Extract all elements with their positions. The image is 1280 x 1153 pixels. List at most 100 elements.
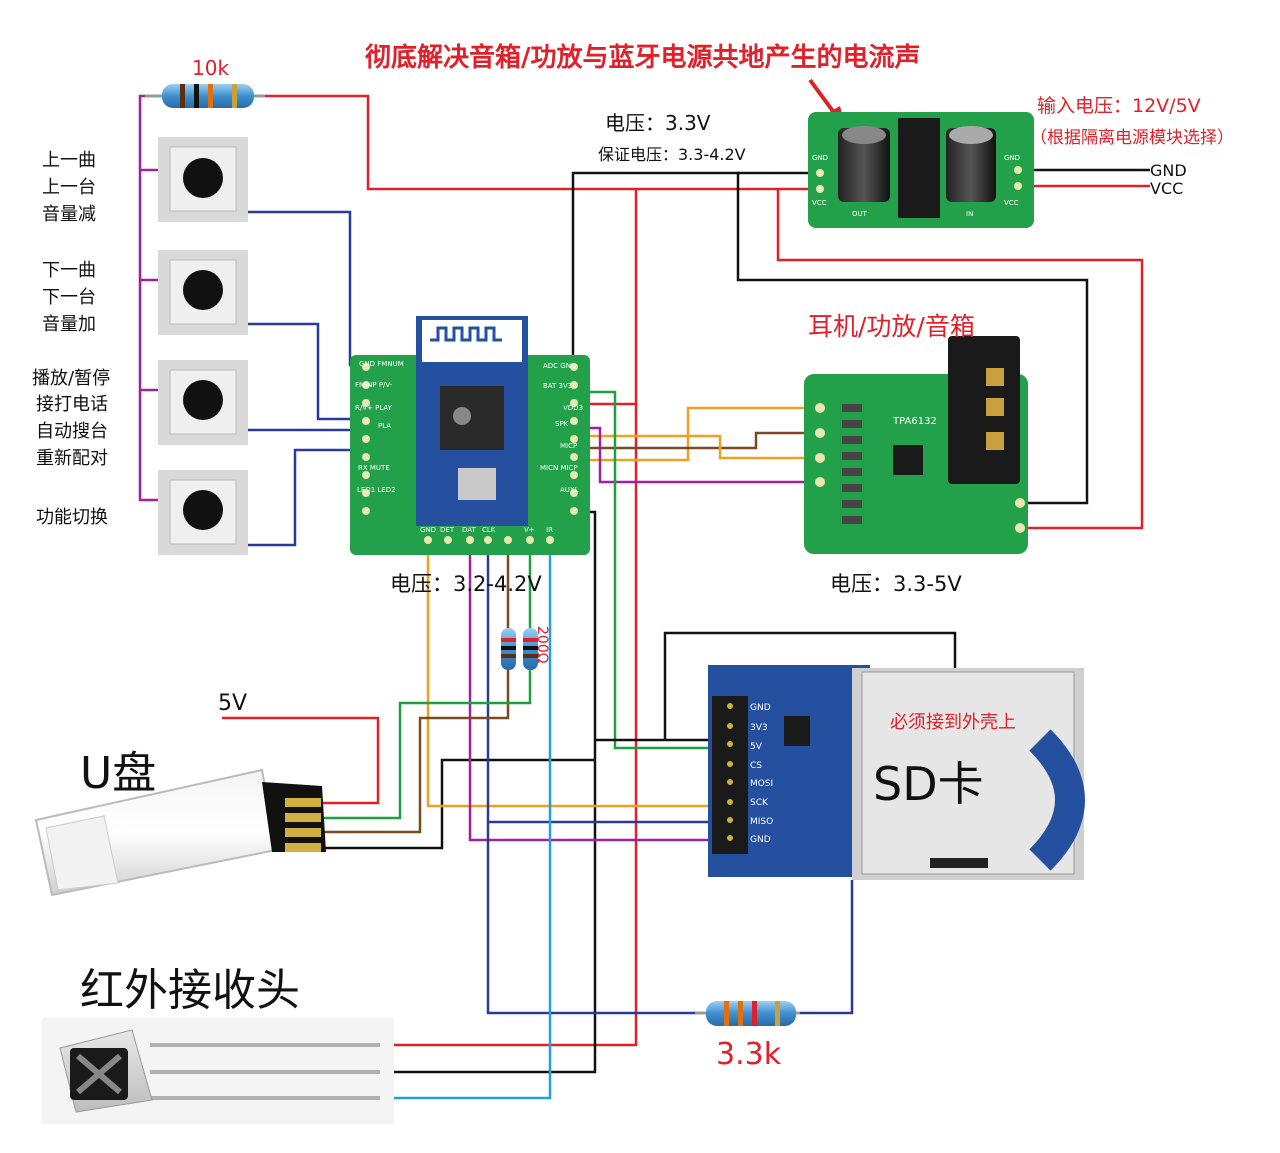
input-note-label: （根据隔离电源模块选择） <box>1030 128 1234 148</box>
sd-card-module: GND 3V3 5V CS MOSI SCK MISO GND <box>708 665 1085 880</box>
bt-pin-label: DAT <box>462 526 477 534</box>
button-label-line: 功能切换 <box>36 507 108 528</box>
sd-pin-label: SCK <box>750 798 769 808</box>
button-label-line: 下一曲 <box>42 260 96 281</box>
bt-pin-label: AUXL <box>560 486 579 494</box>
button-label-4: 功能切换 <box>36 507 108 528</box>
wire-orange-audio <box>575 406 820 462</box>
bt-voltage-label: 电压：3.2-4.2V <box>390 572 542 596</box>
wire-purple-sd <box>468 540 715 842</box>
amp-title: 耳机/功放/音箱 <box>808 312 975 341</box>
bt-pin-label: ADC GND <box>543 362 576 370</box>
input-voltage-label: 输入电压：12V/5V <box>1037 95 1201 117</box>
wire-black-sd-shell <box>663 631 957 740</box>
ir-receiver <box>42 1018 394 1124</box>
wire-black-usb-gnd <box>322 758 595 850</box>
bt-pin-label: DET <box>440 526 455 534</box>
wire-red-3v3 <box>380 189 638 1047</box>
ir-label: 红外接收头 <box>80 965 300 1016</box>
sd-pin-label: MISO <box>750 817 773 827</box>
resistor-10k <box>145 84 265 108</box>
bt-pin-label: MICN MICP <box>540 464 578 472</box>
wire-navy-sd <box>486 540 700 1015</box>
sd-pin-dots <box>727 703 733 841</box>
button-label-3: 播放/暂停 接打电话 自动搜台 重新配对 <box>32 368 110 469</box>
sd-pin-label: MOSI <box>750 779 773 789</box>
vcc-label: VCC <box>1150 179 1183 198</box>
button-label-2: 下一曲 下一台 音量加 <box>42 260 96 335</box>
tact-button <box>158 470 248 555</box>
button-label-line: 自动搜台 <box>36 421 108 442</box>
bt-pads-right <box>570 363 578 515</box>
wire-black-bt-gnd <box>571 171 740 378</box>
wire-blue-btn4 <box>236 448 375 547</box>
sd-note: 必须接到外壳上 <box>890 712 1016 733</box>
gnd-label: GND <box>1150 161 1187 180</box>
tact-button <box>158 137 248 222</box>
bt-pin-label: CLK <box>482 526 496 534</box>
resistor-33k <box>695 1001 800 1026</box>
wire-blue-btn2 <box>236 322 375 421</box>
wire-red-amp-vcc <box>776 189 1144 530</box>
resistor-200-a <box>501 628 516 670</box>
wire-blue-btn1 <box>236 210 375 367</box>
usb-drive <box>34 768 326 897</box>
bt-pin-label: LED1 LED2 <box>357 486 396 494</box>
bt-pin-label: GND <box>420 526 436 534</box>
button-label-line: 播放/暂停 <box>32 368 110 389</box>
wire-red-usb-5v <box>222 716 380 805</box>
bt-pin-label: BAT 3V3 <box>543 382 572 390</box>
bt-pin-label: MICP <box>560 442 577 450</box>
headline: 彻底解决音箱/功放与蓝牙电源共地产生的电流声 <box>365 42 921 73</box>
dc-pin-label: OUT <box>852 210 868 218</box>
sd-pin-label: GND <box>750 703 771 713</box>
bt-pin-label: PLA <box>378 422 391 430</box>
bt-pads-left <box>362 363 370 515</box>
bt-pin-label: FMINP P/V- <box>355 381 393 389</box>
button-label-line: 音量减 <box>42 204 96 225</box>
resistor-10k-label: 10k <box>192 56 229 80</box>
wire-navy-3v3k <box>795 880 854 1015</box>
resistor-200-label: 200Ω <box>534 626 550 664</box>
dc-pin-label: IN <box>966 210 973 218</box>
sd-pin-label: CS <box>750 761 762 771</box>
amp-voltage-label: 电压：3.3-5V <box>830 572 962 596</box>
wire-brown-audio <box>575 431 820 450</box>
button-label-line: 下一台 <box>42 287 96 308</box>
button-label-1: 上一曲 上一台 音量减 <box>42 150 96 225</box>
button-label-line: 上一台 <box>42 177 96 198</box>
bt-pin-label: RX MUTE <box>358 464 390 472</box>
sd-pin-label: 3V3 <box>750 723 768 733</box>
bluetooth-module: GND FMNUM FMINP P/V- R/V+ PLAY PLA RX MU… <box>350 316 590 555</box>
dc-pin-label: GND <box>812 154 828 162</box>
sd-pin-label: 5V <box>750 742 763 752</box>
dc-pin-label: VCC <box>1004 199 1019 207</box>
bt-pin-label: GND FMNUM <box>359 360 404 368</box>
usb-5v-label: 5V <box>218 691 247 716</box>
wire-red-10k <box>255 94 820 191</box>
bt-pin-label: IR <box>546 526 553 534</box>
button-label-line: 重新配对 <box>36 448 108 469</box>
wires <box>138 94 1150 1100</box>
button-label-line: 音量加 <box>42 314 96 335</box>
voltage-33-label: 电压：3.3V <box>605 111 711 135</box>
amp-chip-label: TPA6132 <box>892 416 937 427</box>
usb-label: U盘 <box>80 748 156 799</box>
tact-button <box>158 250 248 335</box>
sd-label: SD卡 <box>873 757 984 811</box>
bt-pin-label: SPK <box>555 420 569 428</box>
wire-cyan-ir <box>380 540 552 1100</box>
button-label-line: 上一曲 <box>42 150 96 171</box>
tact-button <box>158 360 248 445</box>
sd-pin-label: GND <box>750 835 771 845</box>
dc-power-module: GND VCC OUT IN GND VCC <box>808 112 1034 228</box>
wire-black-amp-gnd <box>736 171 1089 505</box>
dc-pin-label: VCC <box>812 199 827 207</box>
resistor-33k-label: 3.3k <box>716 1037 782 1072</box>
bt-pin-label: V+ <box>524 526 535 534</box>
bt-pin-label: VDD3 <box>563 404 583 412</box>
resistor-200-b <box>523 628 538 670</box>
wire-orange-audio2 <box>575 434 820 460</box>
bt-pin-label: R/V+ PLAY <box>355 404 393 412</box>
